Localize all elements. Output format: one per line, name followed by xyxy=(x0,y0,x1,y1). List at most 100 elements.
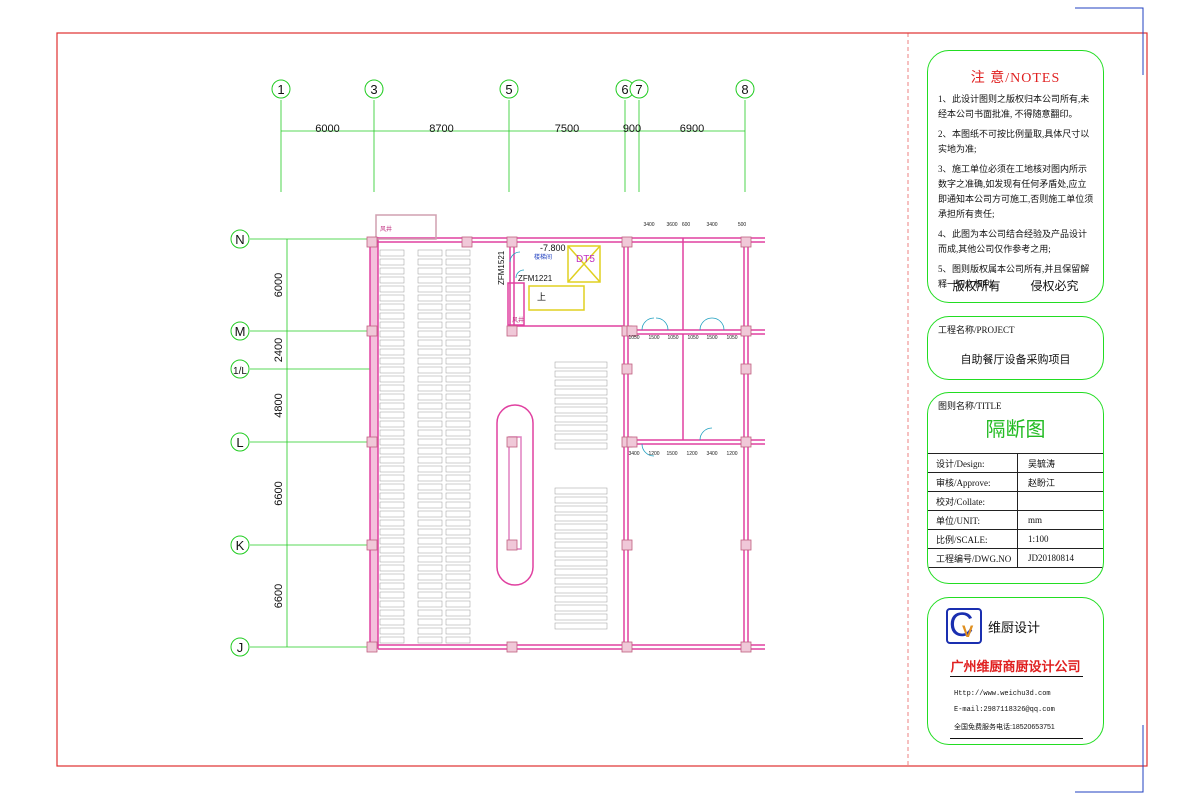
dimension-label: 1050 xyxy=(628,335,639,341)
seat-table xyxy=(417,294,443,302)
seat-table xyxy=(554,523,608,531)
seat-table xyxy=(554,559,608,567)
seat-table xyxy=(445,339,471,347)
note-item: 1、此设计图则之版权归本公司所有,未经本公司书面批准, 不得随意翻印。 xyxy=(938,92,1103,122)
row-axis-bubble: L xyxy=(230,432,250,452)
seat-table xyxy=(379,564,405,572)
field-key: 单位/UNIT: xyxy=(928,511,1018,529)
seat-table xyxy=(554,433,608,441)
seat-table xyxy=(417,267,443,275)
seat-table xyxy=(417,348,443,356)
notes-list: 1、此设计图则之版权归本公司所有,未经本公司书面批准, 不得随意翻印。2、本图纸… xyxy=(928,92,1103,292)
dimension-label: 3400 xyxy=(643,222,654,228)
seat-table xyxy=(379,429,405,437)
row-axis-label: J xyxy=(237,640,244,655)
seat-table xyxy=(379,402,405,410)
seat-table xyxy=(379,294,405,302)
seat-table xyxy=(417,609,443,617)
seat-table xyxy=(445,483,471,491)
field-key: 比例/SCALE: xyxy=(928,530,1018,548)
dimension-label: 1050 xyxy=(687,335,698,341)
seat-table xyxy=(417,510,443,518)
seat-table xyxy=(554,532,608,540)
seat-table xyxy=(445,294,471,302)
seat-table xyxy=(445,510,471,518)
column-spacing-label: 6000 xyxy=(315,123,339,135)
structural-column xyxy=(626,436,638,448)
seat-table xyxy=(417,393,443,401)
note-number: 5、 xyxy=(938,264,952,274)
note-text: 图则版权属本公司所有,并且保留解释一切之权利。 xyxy=(938,264,1090,289)
seat-table xyxy=(417,636,443,644)
seat-table xyxy=(554,424,608,432)
seat-table xyxy=(445,492,471,500)
dimension-label: 3400 xyxy=(628,451,639,457)
seat-table xyxy=(379,492,405,500)
column-spacing-label: 6900 xyxy=(680,123,704,135)
structural-column xyxy=(506,325,518,337)
seat-table xyxy=(417,411,443,419)
door-label-2: ZFM1221 xyxy=(518,274,553,283)
note-number: 2、 xyxy=(938,129,952,139)
seat-table xyxy=(554,550,608,558)
company-bottom-line xyxy=(950,738,1083,739)
seat-table xyxy=(417,312,443,320)
seat-table xyxy=(417,276,443,284)
column-spacing-label: 7500 xyxy=(555,123,579,135)
seat-table xyxy=(417,339,443,347)
field-key: 审核/Approve: xyxy=(928,473,1018,491)
seat-table xyxy=(417,402,443,410)
seat-table xyxy=(554,568,608,576)
row-spacing-label: 6000 xyxy=(273,273,285,297)
seat-table xyxy=(445,411,471,419)
seat-table xyxy=(445,564,471,572)
structural-column xyxy=(506,436,518,448)
note-item: 5、图则版权属本公司所有,并且保留解释一切之权利。 xyxy=(938,262,1103,292)
field-row: 审核/Approve:赵盼江 xyxy=(928,473,1103,492)
column-axis-label: 6 xyxy=(621,82,628,97)
column-axis-label: 1 xyxy=(277,82,284,97)
dimension-label: 1050 xyxy=(726,335,737,341)
note-text: 此图为本公司结合经验及产品设计而成,其他公司仅作参考之用; xyxy=(938,229,1088,254)
rights-left: 版权所有 xyxy=(952,279,1001,293)
level-label: -7.800 xyxy=(540,243,566,253)
seat-table xyxy=(379,573,405,581)
field-row: 比例/SCALE:1:100 xyxy=(928,530,1103,549)
seat-table xyxy=(379,393,405,401)
seat-table xyxy=(554,505,608,513)
seat-table xyxy=(417,492,443,500)
rights-row: 版权所有 侵权必究 xyxy=(928,277,1103,294)
seat-table xyxy=(445,618,471,626)
field-row: 设计/Design: 吴毓涛 xyxy=(928,454,1103,473)
dimension-label: 600 xyxy=(682,222,691,228)
seat-table xyxy=(379,555,405,563)
seat-table xyxy=(417,456,443,464)
seat-table xyxy=(445,501,471,509)
drawing-frame xyxy=(56,32,1148,767)
seat-table xyxy=(417,330,443,338)
seat-table xyxy=(379,267,405,275)
note-item: 3、施工单位必须在工地核对图内所示数字之准确,如发现有任何矛盾处,应立即通知本公… xyxy=(938,162,1103,222)
seat-table xyxy=(417,321,443,329)
field-value: 吴毓涛 xyxy=(1028,458,1056,469)
seat-table xyxy=(554,379,608,387)
seat-table xyxy=(417,582,443,590)
seat-table xyxy=(445,474,471,482)
seat-table xyxy=(379,249,405,257)
seat-table xyxy=(445,438,471,446)
field-key: 设计/Design: xyxy=(928,454,1018,472)
row-axis-bubble: K xyxy=(230,535,250,555)
field-value: mm xyxy=(1028,515,1043,525)
seat-table xyxy=(379,339,405,347)
seat-table xyxy=(445,582,471,590)
seat-table xyxy=(445,303,471,311)
seat-table xyxy=(417,573,443,581)
field-key: 工程编号/DWG.NO xyxy=(928,549,1018,567)
seat-table xyxy=(445,321,471,329)
seat-table xyxy=(417,519,443,527)
seat-table xyxy=(417,564,443,572)
seat-table xyxy=(379,375,405,383)
column-axis-bubble: 7 xyxy=(629,79,649,99)
